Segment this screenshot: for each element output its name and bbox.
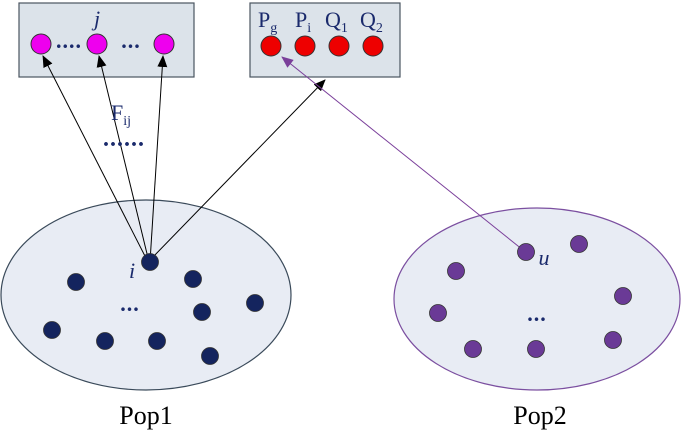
- pop2-ellipse: [393, 207, 681, 391]
- pop1-node: [246, 294, 264, 312]
- neighbor-node-2: [86, 33, 108, 55]
- pop1-node-i: [141, 253, 159, 271]
- edge-i-to-j2: [96, 55, 150, 263]
- neighbor-ellipsis-left: ....: [56, 28, 82, 53]
- pop2-ellipsis: ...: [527, 301, 547, 326]
- neighbor-j-label: j: [91, 6, 100, 31]
- edge-label-ellipsis: ......: [103, 126, 145, 152]
- pop1-node: [193, 303, 211, 321]
- edge-i-to-j1: [42, 55, 149, 263]
- pop1-node: [148, 332, 166, 350]
- pop2-node: [570, 235, 588, 253]
- pi-label: Pi: [295, 7, 311, 36]
- pop2-node: [527, 340, 545, 358]
- pop1-ellipse: [0, 199, 292, 391]
- neighbor-node-3: [153, 33, 175, 55]
- pop1-ellipsis: ...: [120, 291, 140, 316]
- pop1-node: [67, 273, 85, 291]
- q2-label: Q2: [360, 7, 383, 36]
- pop1-label: Pop1: [119, 401, 172, 430]
- pop2-node-u-label: u: [539, 245, 550, 270]
- pop1-node: [201, 347, 219, 365]
- pop2-node: [447, 262, 465, 280]
- neighbor-ellipsis-right: ...: [121, 28, 141, 53]
- pg-label: Pg: [258, 7, 277, 36]
- pg-node: [260, 35, 282, 57]
- edge-u-to-pg: [281, 56, 524, 251]
- pop2-node: [614, 287, 632, 305]
- pop2-node-u: [517, 243, 535, 261]
- q2-node: [362, 35, 384, 57]
- pop2-label: Pop2: [513, 401, 566, 430]
- pop2-node: [429, 304, 447, 322]
- pop1-node: [43, 321, 61, 339]
- pop1-node: [96, 332, 114, 350]
- pop2-node: [604, 331, 622, 349]
- pop1-node: [184, 270, 202, 288]
- pi-node: [294, 35, 316, 57]
- edge-i-to-j3: [149, 55, 168, 263]
- edge-label-fij: Fij: [111, 100, 131, 129]
- pop2-node: [464, 340, 482, 358]
- pop1-node-i-label: i: [129, 258, 135, 283]
- q1-node: [328, 35, 350, 57]
- neighbor-node-1: [30, 33, 52, 55]
- q1-label: Q1: [325, 7, 348, 36]
- edge-i-to-guide: [151, 79, 326, 259]
